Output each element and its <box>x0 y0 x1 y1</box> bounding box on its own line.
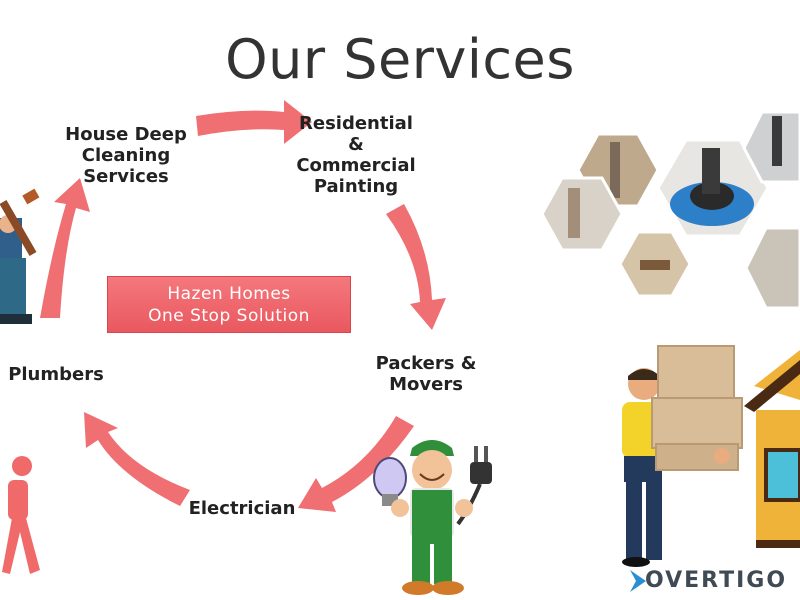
mover-illustration <box>622 345 800 567</box>
service-label-line: Movers <box>389 374 463 395</box>
service-electrician: Electrician <box>182 498 302 519</box>
cleaning-photo-hex <box>744 226 800 310</box>
service-label-line: Packers & <box>375 353 477 374</box>
arrow-bottom-left <box>84 412 190 506</box>
service-plumbers: Plumbers <box>0 364 112 385</box>
service-packers-movers: Packers & Movers <box>366 353 486 395</box>
service-residential-commercial-painting: Residential & Commercial Painting <box>286 113 426 197</box>
arrow-left <box>40 178 90 318</box>
service-label-line: House Deep <box>65 124 187 145</box>
service-label-line: Electrician <box>188 498 296 519</box>
plumber-illustration <box>0 188 40 324</box>
cleaning-photo-hex <box>540 176 624 252</box>
service-house-deep-cleaning: House Deep Cleaning Services <box>56 124 196 187</box>
arrow-right <box>386 204 446 330</box>
brand-wordmark: OVERTIGO <box>645 568 788 593</box>
service-label-line: Services <box>83 166 169 187</box>
arrow-top <box>196 100 312 144</box>
service-label-line: Cleaning <box>81 145 171 166</box>
page-title: Our Services <box>225 28 575 91</box>
service-label-line: Commercial <box>296 155 416 176</box>
service-label-line: Plumbers <box>8 364 104 385</box>
center-badge: Hazen Homes One Stop Solution <box>107 276 351 333</box>
center-badge-line2: One Stop Solution <box>148 306 310 326</box>
overtigo-logo-icon <box>630 570 646 592</box>
cleaning-collage <box>540 112 800 310</box>
service-label-line: & <box>348 134 364 155</box>
arrow-bottom-right <box>298 416 414 512</box>
electrician-illustration <box>373 440 492 595</box>
service-label-line: Residential <box>299 113 413 134</box>
service-label-line: Painting <box>313 176 399 197</box>
walking-person-illustration <box>2 456 40 574</box>
center-badge-line1: Hazen Homes <box>167 284 291 304</box>
